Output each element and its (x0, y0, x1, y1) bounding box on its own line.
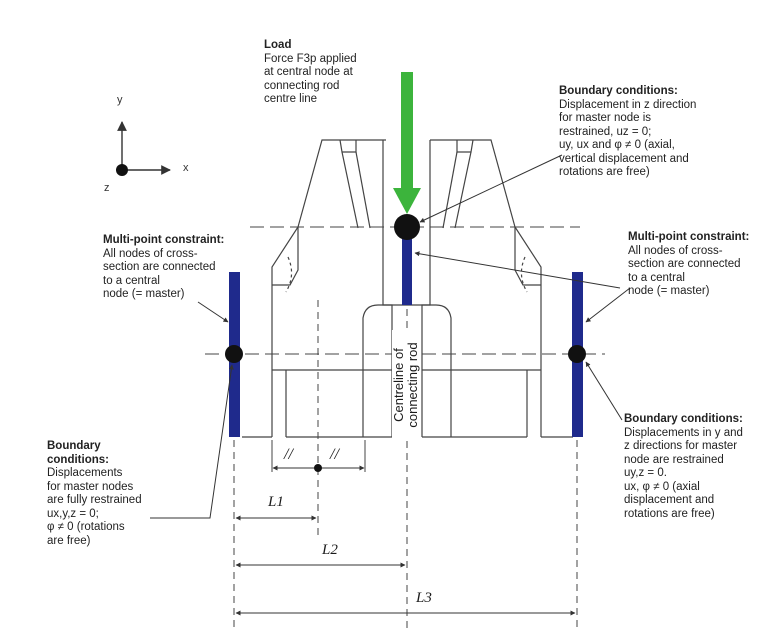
coordinate-system (116, 121, 171, 176)
right-master-node (568, 345, 586, 363)
bc-top-title: Boundary conditions: (559, 85, 678, 97)
load-arrow (393, 72, 421, 214)
z-axis-label: z (104, 182, 110, 194)
symmetry-mark-left: // (284, 446, 293, 463)
bearing-section (242, 139, 573, 438)
mpc-right-label: Multi-point constraint: All nodes of cro… (628, 231, 750, 297)
load-title: Load (264, 39, 292, 51)
extension-lines (233, 225, 578, 630)
symmetry-mark-right: // (330, 446, 339, 463)
mpc-left-title: Multi-point constraint: (103, 234, 225, 246)
bc-right-title: Boundary conditions: (624, 413, 743, 425)
dim-label-L3: L3 (416, 590, 432, 606)
central-master-node (394, 214, 420, 240)
bc-top-label: Boundary conditions: Displacement in z d… (559, 85, 697, 178)
dim-label-L2: L2 (322, 542, 338, 558)
load-label: Load Force F3p applied at central node a… (264, 39, 357, 105)
leader-lines (150, 154, 631, 519)
y-axis-label: y (117, 94, 123, 106)
x-axis-label: x (183, 162, 189, 174)
centre-constraint-bar (402, 227, 412, 305)
mpc-right-title: Multi-point constraint: (628, 231, 750, 243)
bc-right-label: Boundary conditions: Displacements in y … (624, 413, 743, 520)
mpc-left-label: Multi-point constraint: All nodes of cro… (103, 234, 225, 300)
z-axis-node (116, 164, 128, 176)
symmetry-dimension (271, 440, 366, 472)
bc-left-label: Boundary conditions: Displacements for m… (47, 440, 142, 547)
dim-label-L1: L1 (268, 494, 284, 510)
left-master-node (225, 345, 243, 363)
